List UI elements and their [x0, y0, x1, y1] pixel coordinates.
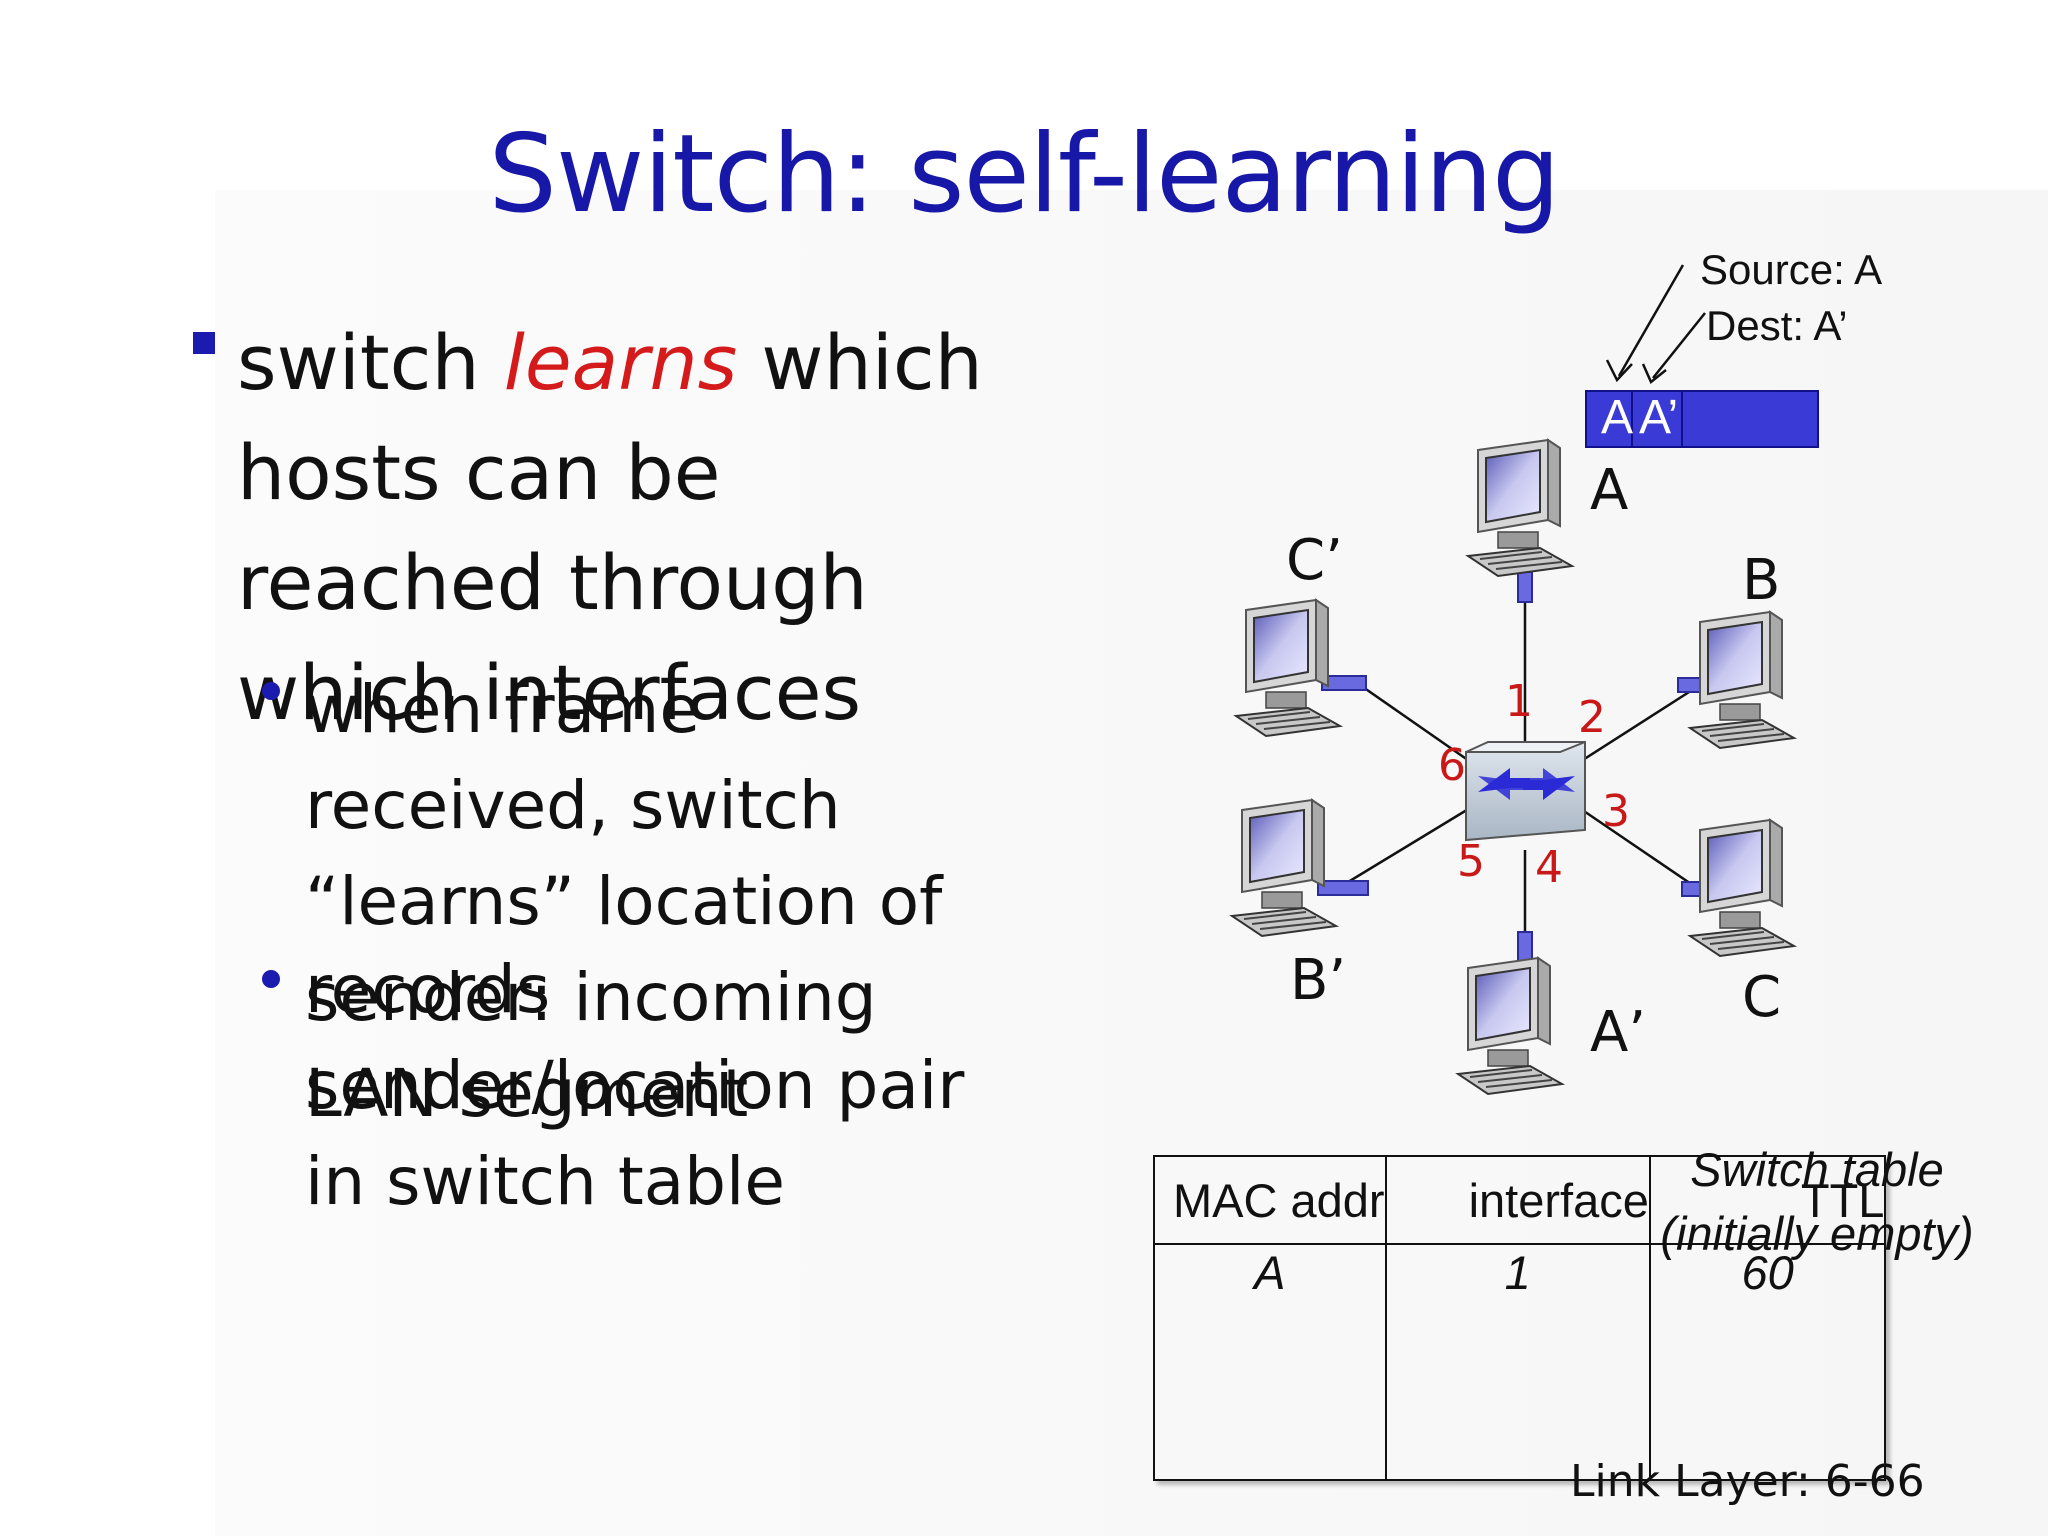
port-label: 2 — [1578, 692, 1606, 743]
sub-bullet-dot-icon — [262, 682, 280, 700]
sub-bullet-dot-icon — [262, 970, 280, 988]
slide-title: Switch: self-learning — [488, 112, 1560, 237]
frame-src-field — [1587, 392, 1633, 446]
frame-src-text: A — [1601, 391, 1634, 444]
port-label: 4 — [1535, 842, 1563, 893]
header-interface: interface — [1384, 1155, 1651, 1245]
port-label: 6 — [1438, 740, 1466, 791]
port-label: 5 — [1457, 836, 1485, 887]
bullet-1-emphasis: learns — [503, 318, 738, 407]
host-C-label: C — [1742, 965, 1782, 1030]
header-ttl: TTL — [1648, 1155, 1887, 1245]
frame-dst-field — [1631, 392, 1683, 446]
header-mac-text: MAC addr — [1173, 1173, 1385, 1227]
host-A-label: A — [1590, 458, 1629, 523]
frame-annotation: Source: A Dest: A’ — [1700, 242, 1882, 354]
host-C-prime-computer-icon — [1235, 599, 1341, 737]
bullet-2: when frame received, switch “learns” loc… — [305, 671, 943, 1132]
host-B-prime-label: B’ — [1290, 948, 1347, 1013]
switch-table-caption-line2: (initially empty) — [1660, 1207, 1974, 1260]
annotation-arrows — [1605, 264, 1706, 384]
switch-table-header: MAC addr interface TTL — [1153, 1155, 1887, 1245]
header-interface-text: interface — [1468, 1173, 1649, 1227]
bullet-3: records sender/location pair in switch t… — [305, 951, 965, 1220]
cell-interface: 1 — [1384, 1243, 1651, 1481]
port-label: 1 — [1505, 676, 1533, 727]
host-B-computer-icon — [1689, 611, 1795, 749]
host-A-prime-computer-icon — [1457, 957, 1563, 1095]
frame-dest-label: Dest: A’ — [1706, 302, 1848, 349]
host-A-prime-label: A’ — [1590, 1000, 1647, 1065]
switch-table: MAC addr interface TTL A 1 60 — [1153, 1155, 1887, 1481]
host-A-computer-icon — [1467, 439, 1573, 577]
header-mac: MAC addr — [1153, 1155, 1387, 1245]
host-C-prime-label: C’ — [1286, 528, 1343, 593]
cell-mac: A — [1153, 1243, 1387, 1481]
bullet-1: switch learns which hosts can be reached… — [237, 308, 997, 748]
table-row: A 1 60 — [1153, 1243, 1887, 1481]
port-label: 3 — [1602, 786, 1630, 837]
switch-icon — [1465, 740, 1586, 842]
bullet-square-icon — [193, 332, 215, 354]
bullet-1-prefix: switch — [237, 318, 504, 407]
links — [1334, 602, 1701, 955]
frame-dst-text: A’ — [1639, 391, 1679, 444]
frame-source-label: Source: A — [1700, 246, 1883, 293]
switch-table-caption: Switch table (initially empty) — [1652, 1138, 1982, 1266]
host-B-prime-computer-icon — [1231, 799, 1337, 937]
header-ttl-text: TTL — [1800, 1173, 1885, 1227]
host-B-label: B — [1742, 548, 1781, 613]
cell-ttl: 60 — [1648, 1243, 1887, 1481]
bullet-1-suffix: which hosts can be reached through which… — [237, 318, 983, 737]
frame-packet: A A’ — [1585, 390, 1819, 448]
switch-table-caption-line1: Switch table — [1690, 1143, 1944, 1196]
host-C-computer-icon — [1689, 819, 1795, 957]
slide-footer: Link Layer: 6-66 — [1570, 1456, 1925, 1507]
